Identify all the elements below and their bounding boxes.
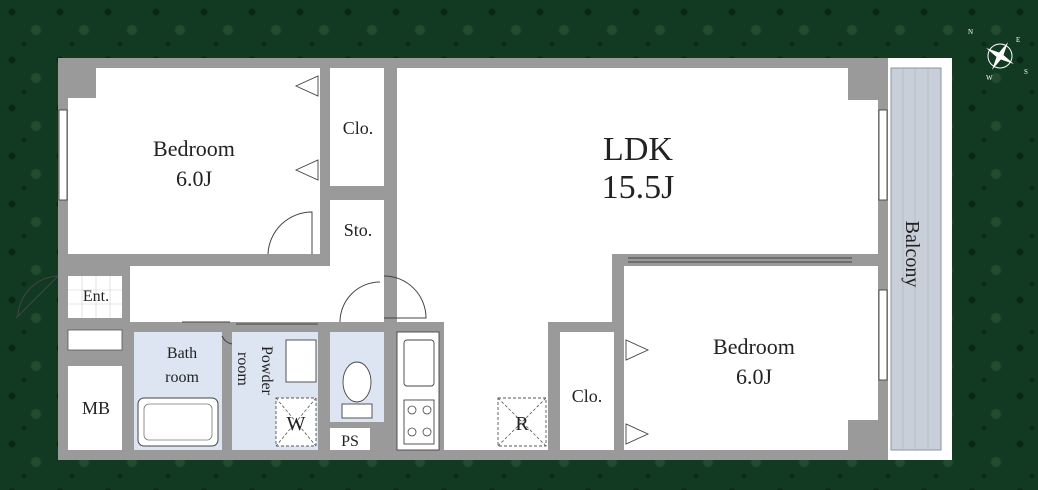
washer-label: W — [287, 413, 306, 435]
ldk-room — [397, 68, 878, 450]
fridge-space — [497, 397, 547, 447]
bedroom2-room — [624, 266, 878, 450]
balcony-label: Balcony — [901, 221, 923, 288]
powder-line2: room — [234, 352, 251, 386]
closet1-label: Clo. — [343, 118, 374, 138]
door-swings — [15, 211, 427, 345]
closet2-room — [560, 332, 614, 450]
balcony-grid — [902, 68, 929, 450]
hallway-opening — [330, 254, 384, 268]
washbasin — [285, 339, 317, 383]
sliding-door-marks — [182, 257, 852, 325]
burner2 — [422, 405, 432, 415]
bedroom2-size: 6.0J — [736, 364, 773, 389]
bathtub — [137, 397, 219, 447]
bathroom-line2: room — [165, 369, 199, 386]
entrance-tiles — [68, 276, 122, 318]
hallway — [130, 266, 384, 322]
shoe-cabinet — [67, 329, 123, 351]
powder-line1: Powder — [258, 346, 275, 396]
fridge-x1 — [497, 397, 547, 447]
burner4 — [422, 427, 432, 437]
closet-door-marks — [294, 75, 650, 445]
bathtub-inner — [143, 403, 213, 441]
toilet-bowl — [342, 361, 372, 403]
balcony-floor — [890, 67, 942, 451]
compass-n: N — [968, 28, 973, 36]
bedroom1-name: Bedroom — [153, 136, 235, 161]
ldk-name: LDK — [603, 131, 673, 168]
compass-icon: N E S W — [968, 28, 1028, 82]
storage-room — [330, 200, 384, 254]
bedroom2-name: Bedroom — [713, 334, 795, 359]
windows — [58, 109, 888, 381]
burner3 — [407, 427, 417, 437]
bedroom1-room — [68, 68, 320, 254]
burner1 — [407, 405, 417, 415]
washer-x2 — [275, 397, 317, 447]
bathroom-line1: Bath — [167, 345, 197, 362]
meterbox-room — [68, 366, 122, 450]
meterbox-label: MB — [82, 398, 110, 418]
entrance-label: Ent. — [83, 288, 109, 305]
entrance-room — [68, 276, 122, 318]
bedroom1-size: 6.0J — [176, 166, 213, 191]
bedroom1-pillar-tl — [68, 68, 96, 98]
kitchen-sink — [403, 339, 435, 387]
toilet-tank — [341, 403, 373, 419]
bedroom2-pillar — [848, 420, 878, 450]
pipespace-label: PS — [341, 433, 359, 450]
closet2-label: Clo. — [572, 386, 603, 406]
ldk-size: 15.5J — [602, 169, 675, 206]
compass-e: E — [1016, 36, 1020, 44]
storage-label: Sto. — [344, 220, 373, 240]
compass-s: S — [1024, 68, 1028, 76]
fridge-label: R — [515, 413, 529, 435]
fridge-x2 — [497, 397, 547, 447]
compass-w: W — [986, 74, 993, 82]
pipespace-room — [330, 428, 370, 450]
closet1-room — [330, 68, 384, 186]
